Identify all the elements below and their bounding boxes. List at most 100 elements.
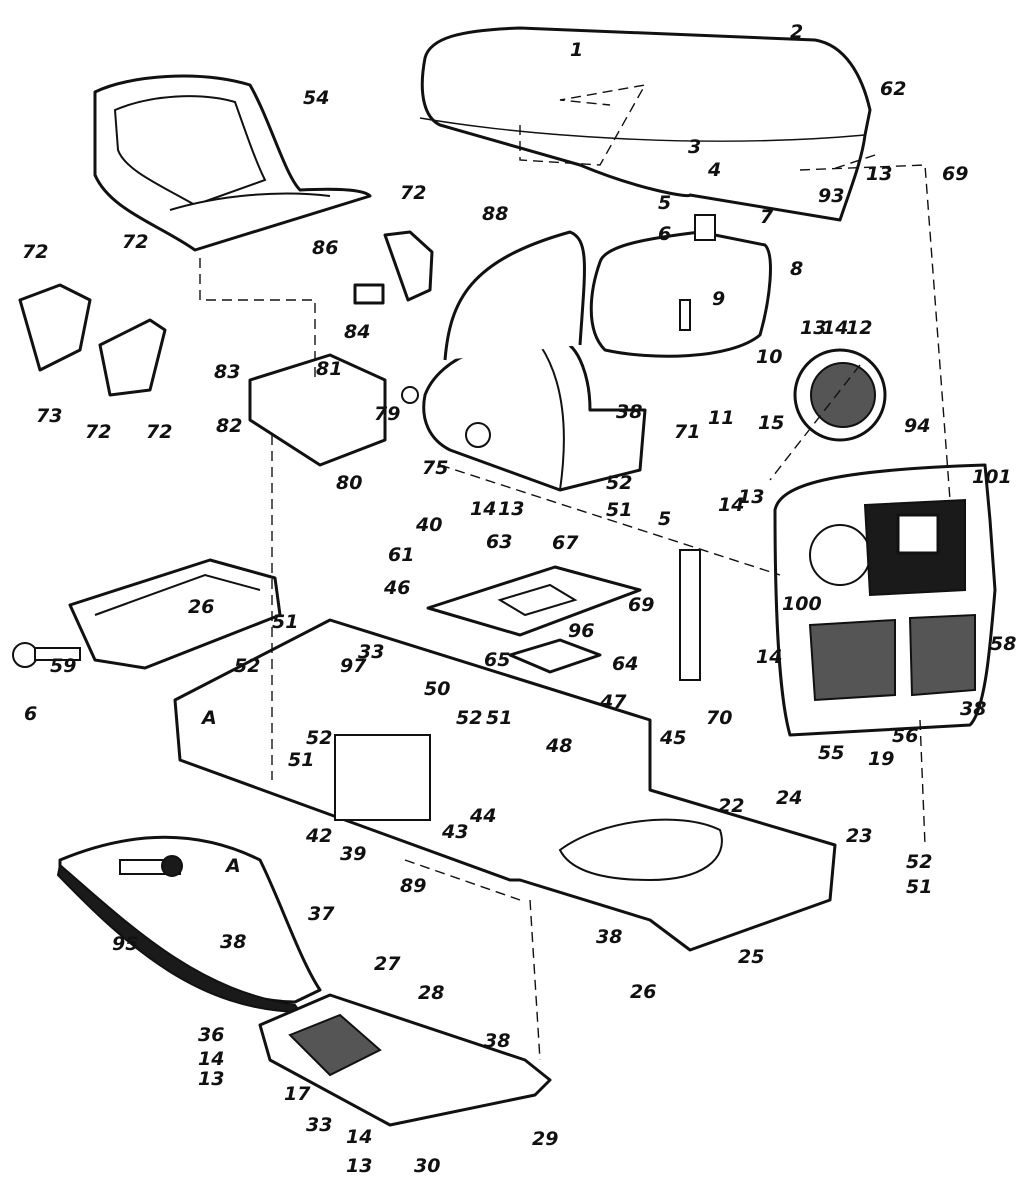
headlight [793,348,887,442]
callout-43: 43 [441,821,468,843]
hood [419,26,872,222]
callout-80: 80 [336,472,362,494]
callout-51-b: 51 [272,611,298,633]
callout-39: 39 [340,843,366,865]
fuel-tank [589,214,772,358]
callout-7: 7 [760,206,774,228]
callout-52-d: 52 [306,727,332,749]
callout-44: 44 [469,805,496,827]
callout-14-b: 14 [470,498,496,520]
callout-46: 46 [383,577,410,599]
callout-22: 22 [718,795,744,817]
mount-plate [426,565,642,674]
callout-94: 94 [904,415,930,437]
control-levers [18,230,434,397]
callout-67: 67 [552,532,579,554]
callout-84: 84 [344,321,370,343]
callout-72-d: 72 [85,421,111,443]
callout-19: 19 [868,748,894,770]
callout-38-a: 38 [616,401,642,423]
callout-14-c: 14 [718,494,744,516]
callout-71: 71 [674,421,700,443]
callout-38-c: 38 [596,926,622,948]
frame [173,618,837,952]
callout-51-a: 51 [606,499,632,521]
callout-65: 65 [484,649,510,671]
callout-50: 50 [424,678,450,700]
callout-37: 37 [308,903,335,925]
callout-75: 75 [422,457,448,479]
callout-6-b: 6 [24,703,37,725]
callout-15: 15 [758,412,784,434]
callout-40: 40 [415,514,442,536]
callout-58: 58 [990,633,1016,655]
callout-33-a: 33 [358,641,384,663]
callout-52-b: 52 [234,655,260,677]
callout-47: 47 [599,691,627,713]
callout-29: 29 [532,1128,558,1150]
callout-5: 5 [658,192,671,214]
callout-73: 73 [36,405,62,427]
callout-13-a: 13 [800,317,826,339]
callout-48: 48 [545,735,572,757]
callout-labels: 1 2 3 4 5 6 7 8 9 10 11 12 13 14 13 15 6… [22,21,1016,1177]
callout-26-b: 26 [630,981,656,1003]
callout-69-b: 69 [628,594,654,616]
callout-79: 79 [374,403,400,425]
callout-93: 93 [818,185,844,207]
callout-97: 97 [340,655,367,677]
callout-72-e: 72 [146,421,172,443]
callout-70: 70 [706,707,732,729]
callout-51-e: 51 [906,876,932,898]
assembly-guide-lines [199,154,951,1061]
callout-13-c: 13 [498,498,524,520]
callout-36: 36 [198,1024,224,1046]
callout-33-b: 33 [306,1114,332,1136]
callout-14-a: 14 [822,317,848,339]
callout-11: 11 [708,407,734,429]
callout-52-e: 52 [906,851,932,873]
callout-30: 30 [414,1155,440,1177]
callout-3: 3 [688,136,701,158]
callout-81: 81 [316,358,342,380]
callout-52-c: 52 [456,707,482,729]
callout-26-a: 26 [188,596,214,618]
callout-61: 61 [388,544,414,566]
callout-72-b: 72 [122,231,148,253]
callout-101: 101 [972,466,1012,488]
callout-52-a: 52 [606,472,632,494]
callout-12: 12 [846,317,872,339]
callout-86: 86 [312,237,338,259]
callout-13-e: 13 [198,1068,224,1090]
callout-59: 59 [50,655,76,677]
callout-5-b: 5 [658,508,671,530]
callout-13-d: 13 [738,486,764,508]
callout-1: 1 [570,39,583,61]
callout-14-d: 14 [756,646,782,668]
callout-6: 6 [658,223,671,245]
callout-24: 24 [776,787,802,809]
callout-A-b: A [224,855,241,877]
callout-83: 83 [214,361,240,383]
callout-13-b: 13 [866,163,892,185]
callout-51-d: 51 [288,749,314,771]
callout-42: 42 [305,825,332,847]
callout-69-a: 69 [942,163,968,185]
callout-64: 64 [612,653,638,675]
callout-56: 56 [892,725,918,747]
dash-panel [422,337,647,492]
callout-51-c: 51 [486,707,512,729]
callout-55: 55 [818,742,844,764]
callout-38-e: 38 [484,1030,510,1052]
callout-28: 28 [418,982,444,1004]
callout-14-e: 14 [198,1048,224,1070]
callout-14-f: 14 [346,1126,372,1148]
callout-95: 95 [112,933,138,955]
callout-38-b: 38 [960,698,986,720]
callout-72-a: 72 [22,241,48,263]
callout-13-f: 13 [346,1155,372,1177]
callout-63: 63 [486,531,512,553]
callout-38-d: 38 [220,931,246,953]
callout-100: 100 [782,593,822,615]
